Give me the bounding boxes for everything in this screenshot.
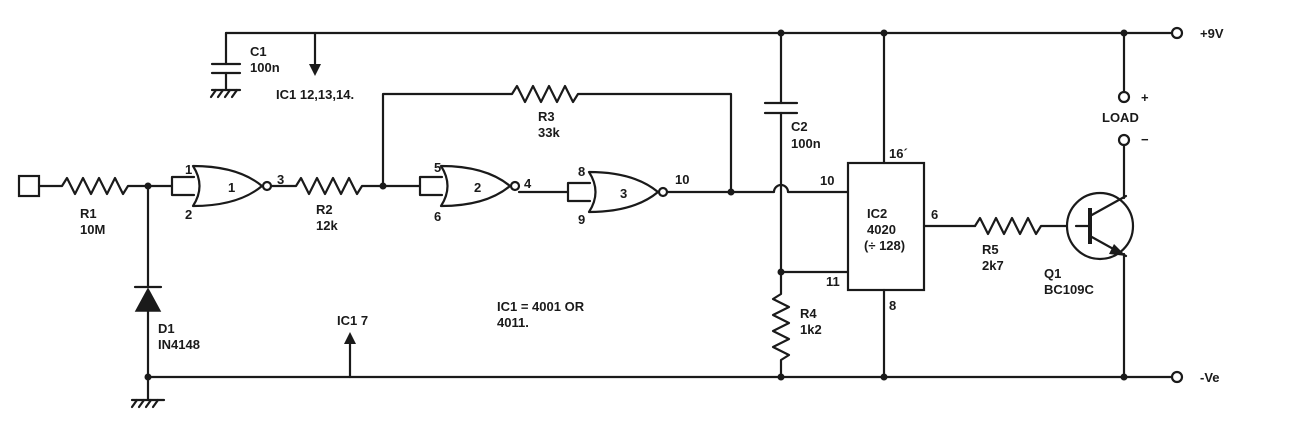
ic2-counter-chip [846, 31, 977, 379]
ic2-pin-8: 8 [889, 298, 896, 313]
nor-gate-3 [566, 170, 669, 214]
capacitor-c1 [209, 31, 242, 99]
gate2-label: 2 [474, 180, 481, 195]
supply-pin-arrow-icon [309, 31, 321, 76]
positive-rail-label: +9V [1200, 26, 1224, 41]
r2-ref-label: R2 [316, 202, 333, 217]
gate1-pin-b: 2 [185, 207, 192, 222]
ic2-ref-label: IC2 [867, 206, 887, 221]
ic2-part-label: 4020 [867, 222, 896, 237]
load-plus-label: + [1141, 90, 1149, 105]
r1-value-label: 10M [80, 222, 105, 237]
gate2-pin-b: 6 [434, 209, 441, 224]
r3-feedback-junction [727, 188, 735, 196]
negative-rail-label: -Ve [1200, 370, 1220, 385]
r5-ref-label: R5 [982, 242, 999, 257]
transistor-q1 [1065, 191, 1135, 261]
nor-gate-1 [170, 164, 273, 208]
ground-pin-arrow-icon [344, 332, 356, 379]
load-positive-terminal[interactable] [1117, 90, 1131, 104]
r2-value-label: 12k [316, 218, 338, 233]
ground-icon [130, 375, 166, 409]
positive-rail-terminal[interactable] [1170, 26, 1184, 40]
r4-value-label: 1k2 [800, 322, 822, 337]
c2-top-junction [777, 29, 785, 37]
r3-ref-label: R3 [538, 109, 555, 124]
gate1-pin-a: 1 [185, 162, 192, 177]
gate3-pin-b: 9 [578, 212, 585, 227]
diode-d1 [133, 184, 163, 379]
gate2-pin-out: 4 [524, 176, 532, 191]
ic2-pin-10: 10 [820, 173, 834, 188]
resistor-r2 [269, 176, 422, 196]
c2-value-label: 100n [791, 136, 821, 151]
ic1-ground-pin-note: IC1 7 [337, 313, 368, 328]
load-supply-junction [1120, 29, 1128, 37]
capacitor-c2 [763, 31, 850, 274]
resistor-r4 [771, 270, 791, 379]
ic2-supply-junction [880, 29, 888, 37]
c1-ref-label: C1 [250, 44, 267, 59]
resistor-r3 [381, 84, 733, 194]
nor-gate-2 [418, 164, 521, 208]
ic1-type-note-line1: IC1 = 4001 OR [497, 299, 585, 314]
r3-value-label: 33k [538, 125, 560, 140]
gate2-pin-a: 5 [434, 160, 441, 175]
input-sense-terminal[interactable] [17, 174, 41, 198]
gate1-label: 1 [228, 180, 235, 195]
ic2-pin-6: 6 [931, 207, 938, 222]
negative-rail-terminal[interactable] [1170, 370, 1184, 384]
q1-value-label: BC109C [1044, 282, 1094, 297]
r4-ground-junction [777, 373, 785, 381]
gate3-pin-a: 8 [578, 164, 585, 179]
ic2-ground-junction [880, 373, 888, 381]
r1-ref-label: R1 [80, 206, 97, 221]
load-negative-terminal[interactable] [1117, 133, 1131, 147]
load-minus-label: − [1141, 132, 1149, 147]
r5-value-label: 2k7 [982, 258, 1004, 273]
ic2-pin-16: 16´ [889, 146, 908, 161]
d1-value-label: IN4148 [158, 337, 200, 352]
gate1-pin-out: 3 [277, 172, 284, 187]
load-label: LOAD [1102, 110, 1139, 125]
r4-ref-label: R4 [800, 306, 817, 321]
ic2-pin-11: 11 [826, 274, 840, 289]
q1-ref-label: Q1 [1044, 266, 1061, 281]
resistor-r1 [37, 176, 174, 196]
gate3-label: 3 [620, 186, 627, 201]
resistor-r5 [973, 216, 1078, 236]
d1-ref-label: D1 [158, 321, 175, 336]
ic2-function-label: (÷ 128) [864, 238, 905, 253]
gate3-pin-out: 10 [675, 172, 689, 187]
c1-value-label: 100n [250, 60, 280, 75]
c2-ref-label: C2 [791, 119, 808, 134]
emitter-ground-junction [1120, 373, 1128, 381]
ic1-type-note-line2: 4011. [497, 315, 529, 330]
ic1-supply-pins-note: IC1 12,13,14. [276, 87, 354, 102]
